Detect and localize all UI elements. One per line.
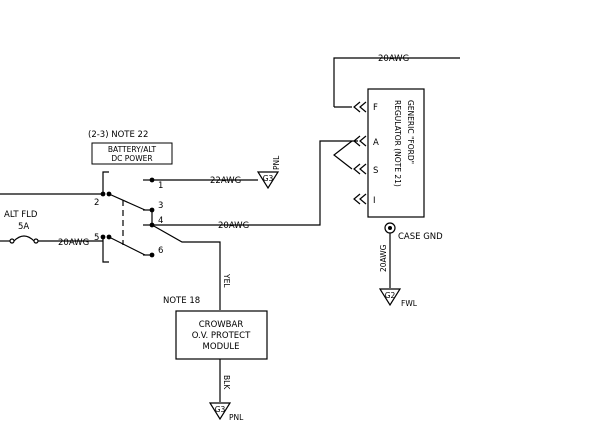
fuse-wire-gauge: 20AWG: [58, 238, 89, 248]
case-ground-label: CASE GND: [398, 232, 443, 242]
blk-wire-label: BLK: [222, 375, 231, 390]
upper-switch-arm: [108, 193, 146, 211]
crowbar-line2: O.V. PROTECT: [192, 331, 251, 341]
yel-wire: [151, 224, 221, 310]
pin-2-dot: [100, 191, 106, 197]
ground-pnl-bottom-symbol: [208, 402, 232, 421]
connector-i: [353, 193, 367, 205]
f-wire: [333, 57, 460, 107]
crowbar-note: NOTE 18: [163, 296, 200, 306]
regulator-pin-f: F: [373, 103, 378, 113]
fuse-terminal-left: [9, 238, 15, 244]
regulator-title: GENERIC "FORD": [406, 100, 415, 164]
regulator-subtitle: REGULATOR (NOTE 21): [393, 100, 402, 187]
regulator-pin-s: S: [373, 166, 378, 176]
regulator: GENERIC "FORD" REGULATOR (NOTE 21) F A S…: [333, 54, 460, 308]
pin4-wire: [152, 140, 358, 226]
pin-5-dot: [100, 234, 106, 240]
yel-wire-label: YEL: [222, 273, 231, 288]
fuse-label-2: 5A: [18, 222, 29, 232]
pin-3-label: 3: [158, 201, 163, 211]
lower-switch-arm: [108, 236, 146, 256]
switch-lower-bracket: [102, 237, 109, 263]
pin-4-label: 4: [158, 216, 163, 226]
a-s-jumper: [333, 140, 353, 170]
ground-fwl-symbol: [378, 288, 402, 307]
pin1-wire-gauge: 22AWG: [210, 176, 241, 186]
fuse-terminal-right: [33, 238, 39, 244]
case-ground-terminal-inner: [388, 226, 392, 230]
fuse-label-1: ALT FLD: [4, 210, 38, 220]
connector-a: [353, 135, 367, 147]
ground-pnl-top-label: PNL: [272, 155, 281, 170]
fuse-link: [13, 235, 35, 242]
connector-f: [353, 101, 367, 113]
alt-fld-circuit: ALT FLD 5A 20AWG: [0, 210, 103, 248]
regulator-pin-i: I: [373, 196, 376, 206]
pin4-wire-gauge: 20AWG: [218, 221, 249, 231]
f-wire-gauge: 20AWG: [378, 54, 409, 64]
regulator-box: [367, 88, 425, 218]
pin4-circuit: 20AWG YEL: [151, 140, 358, 310]
switch-title-line1: BATTERY/ALT: [108, 145, 157, 154]
ground-pnl-top-code: G3: [263, 174, 274, 183]
ground-fwl-code: G2: [385, 291, 396, 300]
pin1-circuit: 22AWG G3 PNL: [152, 155, 281, 190]
pin-2-label: 2: [94, 198, 99, 208]
pin-1-label: 1: [158, 181, 163, 191]
ground-pnl-bottom-label: PNL: [229, 413, 244, 422]
switch-assembly: (2-3) NOTE 22 BATTERY/ALT DC POWER 1 2 3: [0, 130, 173, 263]
ground-pnl-bottom-code: G3: [215, 405, 226, 414]
ground-fwl-label: FWL: [401, 299, 418, 308]
ground-pnl-top-symbol: [256, 171, 280, 190]
case-ground-wire-gauge: 20AWG: [379, 244, 388, 272]
pin-5-label: 5: [94, 233, 99, 243]
switch-note: (2-3) NOTE 22: [88, 130, 148, 140]
crowbar-line1: CROWBAR: [199, 320, 244, 330]
crowbar-line3: MODULE: [203, 342, 240, 352]
regulator-pin-a: A: [373, 138, 379, 148]
crowbar-box: [175, 310, 268, 360]
switch-label-box: [91, 142, 173, 165]
connector-s: [353, 163, 367, 175]
crowbar-module: NOTE 18 CROWBAR O.V. PROTECT MODULE BLK …: [163, 296, 268, 422]
switch-title-line2: DC POWER: [111, 154, 152, 163]
switch-upper-bracket: [102, 171, 109, 194]
pin-6-label: 6: [158, 246, 163, 256]
